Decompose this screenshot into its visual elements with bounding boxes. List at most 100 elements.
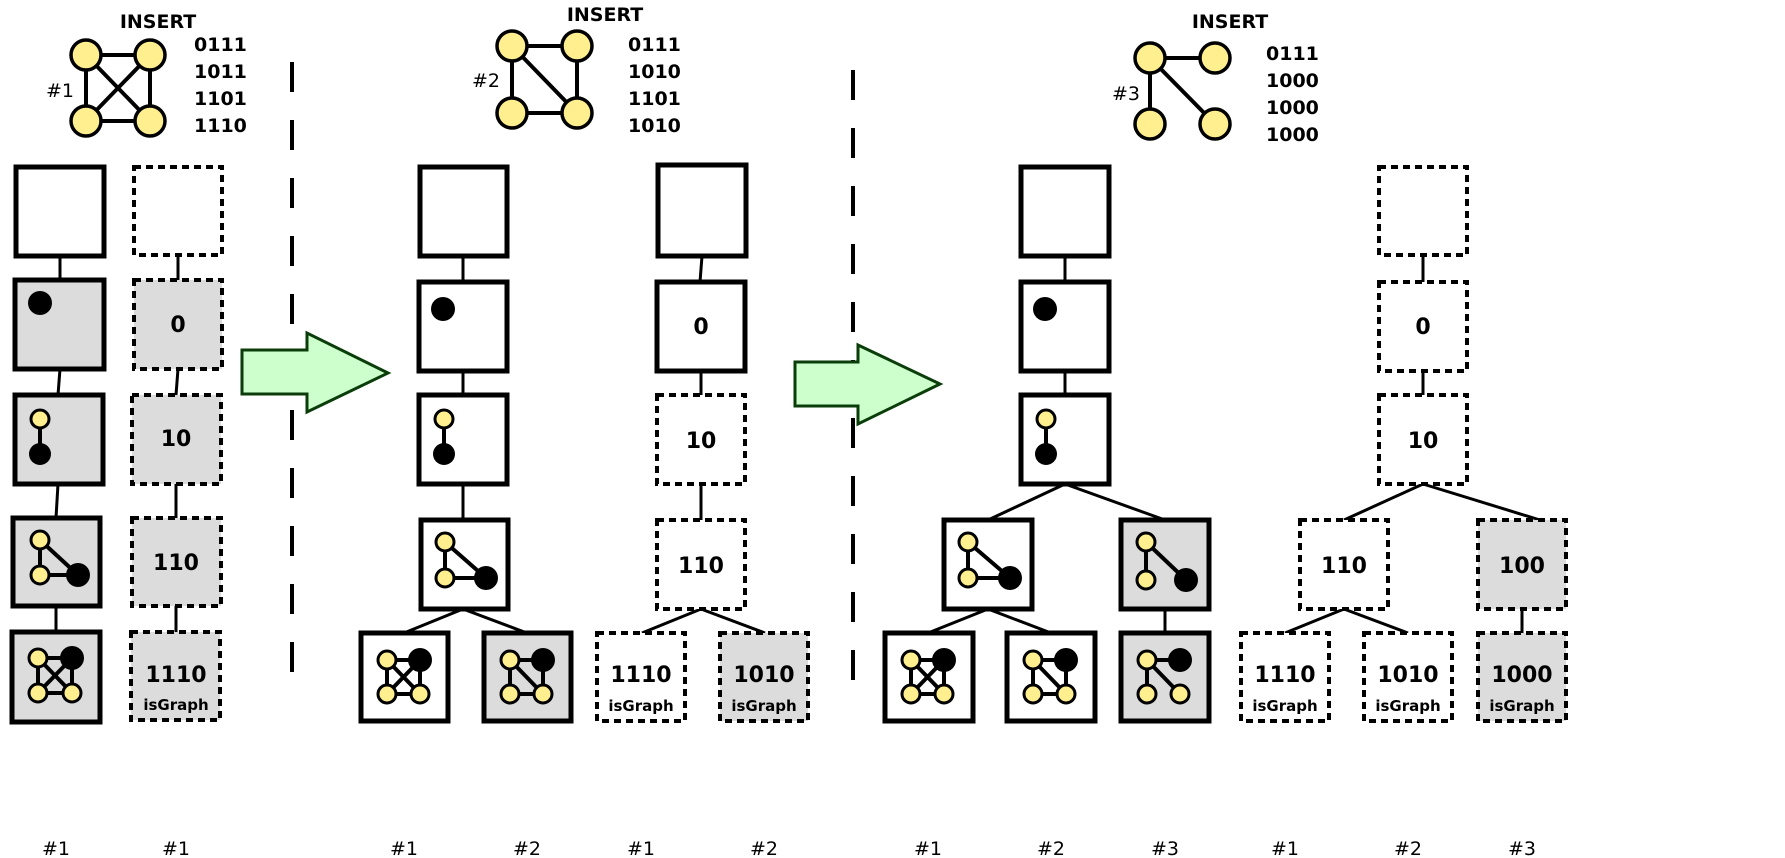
code-node — [1377, 393, 1469, 486]
code-node — [655, 393, 747, 486]
tree-node — [12, 392, 106, 487]
tree-leaf-label: #2 — [1037, 838, 1065, 858]
subgraph-edge-icon — [1035, 408, 1057, 465]
insert-label: INSERT — [120, 11, 196, 33]
tree-node — [1018, 279, 1112, 374]
code-node-root — [132, 165, 224, 257]
graph-nodes — [495, 29, 594, 130]
code-label: 1110 — [145, 663, 206, 688]
code-node — [655, 518, 747, 611]
matrix-row: 0111 — [194, 34, 247, 56]
right-tree: 0 10 110 1110 isGraph 1010 isGraph #1 #2 — [595, 162, 810, 858]
code-node-root — [655, 162, 749, 259]
code-label: 110 — [153, 551, 199, 576]
matrix-row: 1000 — [1266, 97, 1319, 119]
code-label: 10 — [1408, 429, 1439, 454]
matrix-row: 1010 — [628, 115, 681, 137]
code-label: 10 — [161, 427, 192, 452]
panel-1: INSERT #1 0111 1011 1101 1110 — [9, 11, 247, 858]
code-node — [130, 393, 223, 486]
subgraph-triangle-icon — [957, 531, 1022, 590]
code-label: 0 — [693, 315, 708, 340]
tree-leaf-label: #3 — [1508, 838, 1536, 858]
tree-leaf-label: #1 — [627, 838, 655, 858]
tree-leaf-label: #1 — [42, 838, 70, 858]
subgraph-edge-icon — [29, 408, 51, 465]
is-graph-label: isGraph — [608, 697, 673, 715]
code-node-leaf — [718, 631, 810, 723]
panel-3: INSERT #3 0111 1000 1000 1000 — [882, 11, 1568, 858]
code-node-leaf — [1362, 631, 1454, 723]
code-node — [130, 516, 223, 608]
graph-id-label: #3 — [1112, 83, 1140, 105]
tree-node — [941, 517, 1035, 612]
subgraph-triangle-icon — [434, 531, 498, 590]
subgraph-diamond-icon — [1022, 648, 1078, 705]
code-node-leaf — [1476, 631, 1568, 723]
tree-node — [1018, 392, 1112, 487]
matrix-row: 1010 — [628, 61, 681, 83]
code-node — [132, 278, 224, 371]
subgraph-star-icon — [1135, 531, 1198, 592]
code-label: 100 — [1499, 554, 1545, 579]
is-graph-label: isGraph — [1252, 697, 1317, 715]
tree-node — [1118, 517, 1212, 612]
tree-node — [10, 515, 103, 609]
code-node-root — [1377, 165, 1469, 257]
code-label: 1110 — [610, 663, 671, 688]
code-node — [1377, 280, 1469, 373]
graph-nodes — [1133, 41, 1232, 141]
is-graph-label: isGraph — [143, 696, 208, 714]
tree-node-root — [1018, 164, 1112, 259]
matrix-row: 0111 — [628, 34, 681, 56]
tree-node-root — [13, 164, 107, 259]
graph-id-label: #1 — [46, 80, 74, 102]
is-graph-label: isGraph — [1375, 697, 1440, 715]
subgraph-star4-icon — [1136, 648, 1192, 705]
code-label: 1000 — [1491, 663, 1552, 688]
tree-leaf-label: #1 — [390, 838, 418, 858]
is-graph-label: isGraph — [1489, 697, 1554, 715]
code-node-leaf — [595, 631, 687, 723]
matrix-row: 0111 — [1266, 43, 1319, 65]
matrix-row: 1101 — [194, 88, 247, 110]
tree-leaf-label: #1 — [162, 838, 190, 858]
code-label: 1010 — [1377, 663, 1438, 688]
code-node-leaf — [129, 630, 222, 722]
matrix-row: 1011 — [194, 61, 247, 83]
tree-node-leaf — [1118, 630, 1212, 724]
tree-node — [416, 279, 510, 374]
subgraph-diamond-icon — [499, 648, 555, 705]
right-tree: 0 10 110 1110 isGraph #1 — [129, 165, 224, 858]
subgraph-triangle-icon — [29, 529, 90, 587]
matrix-row: 1000 — [1266, 124, 1319, 146]
left-tree: #1 #2 #3 — [882, 164, 1212, 858]
subgraph-edge-icon — [433, 408, 455, 465]
subgraph-k4-icon — [27, 646, 84, 704]
tree-leaf-label: #2 — [750, 838, 778, 858]
matrix-row: 1101 — [628, 88, 681, 110]
left-tree: #1 — [9, 164, 107, 858]
tree-leaf-label: #1 — [914, 838, 942, 858]
tree-node-root — [417, 164, 510, 259]
code-label: 10 — [686, 429, 717, 454]
tree-node — [12, 277, 107, 372]
tree-leaf-label: #3 — [1151, 838, 1179, 858]
tree-leaf-label: #1 — [1271, 838, 1299, 858]
transition-arrow — [240, 330, 392, 415]
matrix-row: 1110 — [194, 115, 247, 137]
panel-2: INSERT #2 0111 1010 1101 1010 — [358, 4, 810, 858]
right-tree: 0 10 110 100 1110 isGraph 1010 isGraph 1… — [1239, 165, 1568, 858]
subgraph-k4-icon — [376, 648, 432, 705]
tree-node — [416, 392, 510, 487]
code-node — [654, 279, 748, 374]
adjacency-matrix: 0111 1000 1000 1000 — [1266, 43, 1319, 146]
code-label: 110 — [678, 554, 724, 579]
tree-node-leaf — [358, 630, 451, 724]
code-label: 1110 — [1254, 663, 1315, 688]
matrix-row: 1000 — [1266, 70, 1319, 92]
insert-label: INSERT — [1192, 11, 1268, 33]
code-label: 0 — [1415, 315, 1430, 340]
code-node-leaf — [1239, 631, 1331, 723]
